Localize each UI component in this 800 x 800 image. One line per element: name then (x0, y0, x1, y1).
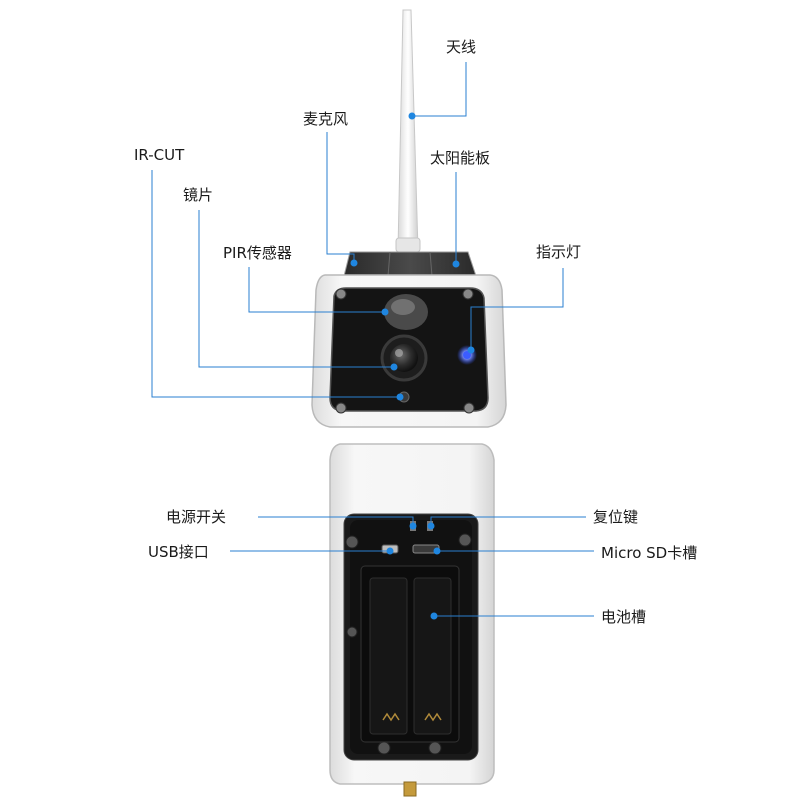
battery-compartment (361, 566, 459, 742)
label-usb-port: USB接口 (148, 543, 209, 561)
label-battery-slot: 电池槽 (601, 608, 646, 626)
label-antenna: 天线 (446, 38, 476, 56)
label-micro-sd-slot: Micro SD卡槽 (601, 544, 697, 562)
label-pir-sensor: PIR传感器 (223, 244, 292, 262)
lens (382, 336, 426, 380)
label-reset-button: 复位键 (593, 508, 638, 526)
camera-bottom-body (330, 444, 494, 796)
antenna (396, 10, 420, 252)
label-power-switch: 电源开关 (166, 508, 226, 526)
label-microphone: 麦克风 (303, 110, 348, 128)
callout-microphone (327, 132, 354, 263)
mount-screw (404, 782, 416, 796)
label-solar-panel: 太阳能板 (430, 149, 490, 167)
label-indicator-light: 指示灯 (536, 243, 581, 261)
pir-sensor-dome (384, 294, 428, 330)
label-lens: 镜片 (183, 186, 213, 204)
label-ir-cut: IR-CUT (134, 146, 184, 164)
callout-antenna (412, 62, 466, 116)
indicator-led (457, 345, 477, 365)
camera-front-housing (312, 275, 506, 427)
